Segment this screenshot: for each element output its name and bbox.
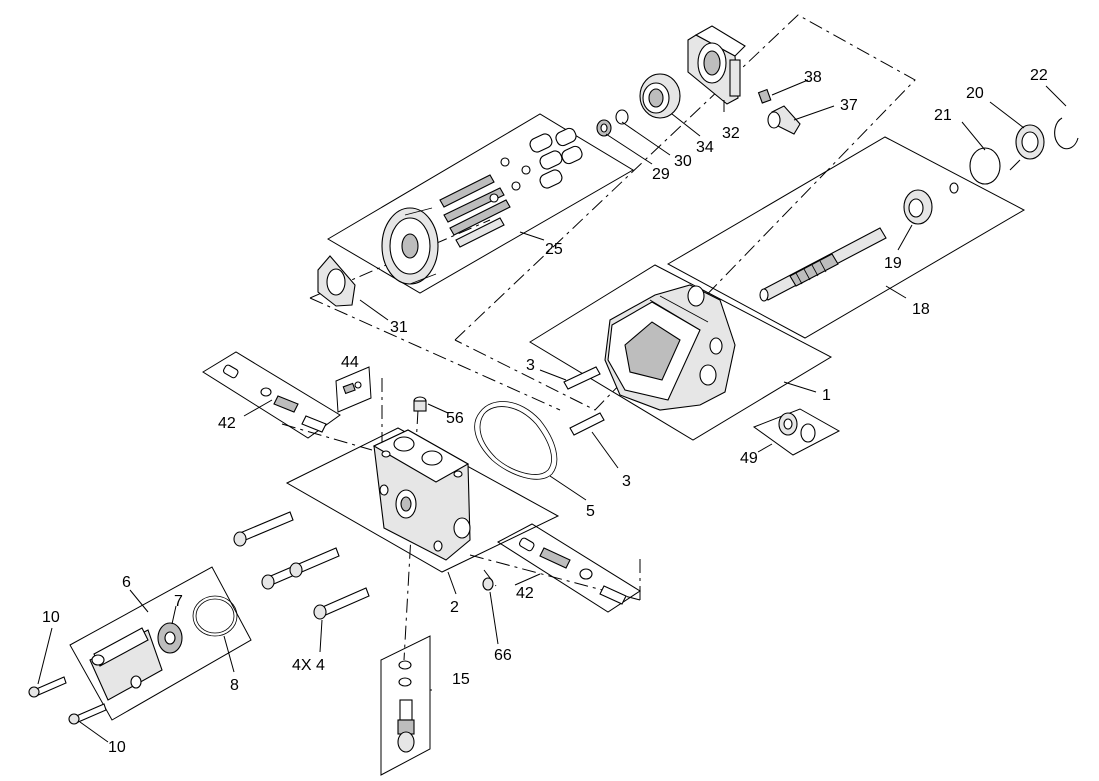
part-42-relief-valve-right — [518, 537, 627, 605]
callout-3a: 3 — [526, 357, 535, 374]
part-56-plug — [413, 396, 427, 412]
callout-19: 19 — [884, 255, 902, 272]
callout-32: 32 — [722, 125, 740, 142]
group-box-25 — [327, 113, 634, 294]
callout-3b: 3 — [622, 473, 631, 490]
assembly-centerlines — [281, 14, 916, 661]
part-5-gasket — [474, 401, 558, 480]
callout-18: 18 — [912, 301, 930, 318]
part-66-screw — [482, 577, 494, 591]
group-box-42-right — [497, 523, 641, 613]
part-20-seal — [1015, 124, 1045, 160]
callout-8: 8 — [230, 677, 239, 694]
callout-38: 38 — [804, 69, 822, 86]
callout-20: 20 — [966, 85, 984, 102]
callout-30: 30 — [674, 153, 692, 170]
group-box-44 — [335, 366, 372, 413]
callout-66: 66 — [494, 647, 512, 664]
part-44-plug — [342, 381, 362, 395]
part-3-dowel-pin-b — [569, 412, 605, 436]
part-6-cover — [89, 627, 163, 701]
callout-22: 22 — [1030, 67, 1048, 84]
callout-4x4: 4X 4 — [292, 657, 325, 674]
group-box-42-top — [202, 351, 341, 439]
callout-2: 2 — [450, 599, 459, 616]
sleeves — [489, 127, 583, 203]
part-22-snap-ring — [1054, 117, 1079, 150]
group-box-49 — [752, 408, 841, 456]
leader-lines — [37, 79, 1067, 743]
callout-10b: 10 — [108, 739, 126, 756]
pistons — [439, 174, 511, 248]
callout-5: 5 — [586, 503, 595, 520]
part-7-rotor — [157, 622, 183, 654]
callout-15: 15 — [452, 671, 470, 688]
part-8-o-ring — [192, 595, 238, 637]
part-34-seal — [639, 73, 681, 119]
callout-29: 29 — [652, 166, 670, 183]
part-19-bearing — [903, 182, 959, 225]
callout-49: 49 — [740, 450, 758, 467]
callout-42b: 42 — [516, 585, 534, 602]
part-15-cartridge — [397, 660, 415, 753]
part-37-lever — [767, 105, 801, 135]
part-29-spring-washer — [596, 119, 612, 137]
callout-37: 37 — [840, 97, 858, 114]
callout-44: 44 — [341, 354, 359, 371]
part-21-ring — [969, 147, 1001, 185]
callout-7: 7 — [174, 593, 183, 610]
group-box-18 — [666, 136, 1026, 339]
callout-21: 21 — [934, 107, 952, 124]
callout-56: 56 — [446, 410, 464, 427]
part-10-screws — [28, 676, 107, 725]
part-3-dowel-pin-a — [563, 366, 601, 390]
part-49-seal-washer — [778, 412, 816, 443]
group-box-6 — [69, 566, 252, 721]
group-box-1 — [529, 264, 833, 441]
part-42-relief-valve-top — [222, 364, 327, 433]
part-18-drive-shaft — [759, 227, 887, 302]
callout-labels: 38 37 32 34 30 29 25 31 22 20 21 19 18 1… — [42, 67, 1048, 756]
part-30-ring — [615, 109, 629, 125]
part-4-bolts — [233, 511, 370, 620]
callout-10a: 10 — [42, 609, 60, 626]
callout-34: 34 — [696, 139, 714, 156]
callout-31: 31 — [390, 319, 408, 336]
callout-25: 25 — [545, 241, 563, 258]
part-31-port-plate — [317, 255, 356, 307]
part-2-end-cover — [372, 429, 471, 561]
part-25-rotating-group — [381, 127, 583, 285]
group-box-2 — [285, 427, 560, 573]
part-32-bearing-housing — [687, 25, 746, 105]
part-1-housing — [604, 284, 736, 411]
part-38-key — [757, 88, 772, 104]
group-box-15 — [380, 635, 431, 776]
callout-1: 1 — [822, 387, 831, 404]
callout-42a: 42 — [218, 415, 236, 432]
callout-6: 6 — [122, 574, 131, 591]
